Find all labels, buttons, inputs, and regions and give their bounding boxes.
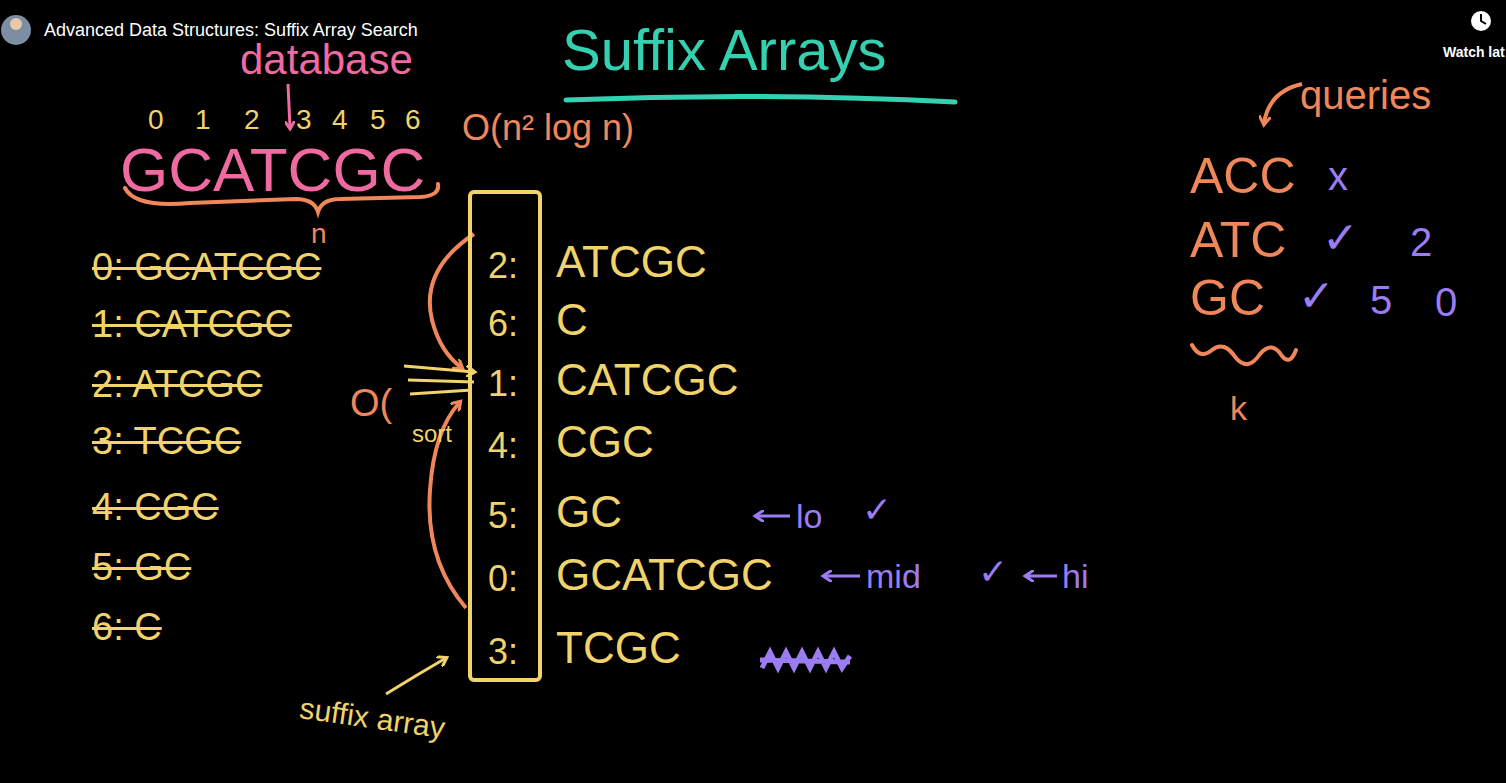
result-index: 0 — [1435, 278, 1457, 326]
struck-suffix: 1: CATCGC — [92, 302, 292, 348]
sorted-suffix: GCATCGC — [556, 549, 773, 602]
channel-avatar — [1, 15, 31, 45]
database-string: GCATCGC — [120, 133, 425, 207]
index-number: 1 — [195, 103, 211, 137]
suffix-array-box: 2: 6: 1: 4: 5: 0: 3: — [468, 190, 542, 682]
suffix-index: 5: — [488, 494, 518, 537]
diagram-title: Suffix Arrays — [562, 15, 887, 85]
complexity-note: O(n² log n) — [462, 106, 634, 149]
check-mark: ✓ — [862, 488, 892, 531]
suffix-index: 3: — [488, 630, 518, 673]
suffix-index: 2: — [488, 244, 518, 287]
index-number: 3 — [296, 103, 312, 137]
check-mark: ✓ — [978, 550, 1008, 593]
lo-pointer — [756, 515, 790, 518]
suffix-array-label: suffix array — [297, 690, 447, 746]
database-arrow — [288, 84, 290, 128]
sorted-suffix: C — [556, 294, 588, 347]
index-number: 0 — [148, 103, 164, 137]
result-index: 5 — [1370, 276, 1392, 324]
hi-pointer — [1026, 575, 1057, 578]
title-underline — [566, 96, 955, 102]
sorted-suffix: TCGC — [556, 622, 681, 675]
query-length-label: k — [1230, 388, 1247, 429]
suffix-index: 1: — [488, 362, 518, 405]
index-number: 5 — [370, 103, 386, 137]
query-length-wave — [1192, 345, 1296, 364]
watch-later-label: Watch lat — [1443, 44, 1505, 61]
sort-arrow — [404, 366, 474, 372]
database-label: database — [240, 35, 413, 85]
check-mark: ✓ — [1298, 270, 1335, 323]
struck-suffix: 6: C — [92, 605, 162, 651]
index-number: 6 — [405, 103, 421, 137]
avatar-face — [10, 18, 22, 30]
suffix-index: 0: — [488, 557, 518, 600]
query-string: ACC — [1190, 146, 1296, 206]
check-mark: ✓ — [1322, 212, 1359, 265]
query-string: ATC — [1190, 210, 1286, 270]
queries-arrow — [1264, 84, 1302, 124]
index-number: 4 — [332, 103, 348, 137]
miss-mark: x — [1328, 152, 1348, 200]
sort-arrow — [410, 390, 472, 394]
struck-suffix: 0: GCATCGC — [92, 245, 321, 291]
scribble — [760, 652, 850, 668]
struck-suffix: 3: TCGC — [92, 419, 241, 465]
clock-hands — [1481, 14, 1486, 24]
struck-suffix: 5: GC — [92, 545, 191, 591]
struck-suffix: 4: CGC — [92, 485, 219, 531]
clock-icon — [1471, 11, 1491, 31]
pointer-label: mid — [866, 556, 921, 597]
suffix-array-arrow — [386, 658, 446, 694]
length-label: n — [311, 217, 327, 251]
query-string: GC — [1190, 268, 1265, 328]
pointer-label: hi — [1062, 556, 1088, 597]
index-number: 2 — [244, 103, 260, 137]
suffix-index: 4: — [488, 424, 518, 467]
result-index: 2 — [1410, 218, 1432, 266]
sort-complexity: O( — [350, 381, 392, 427]
suffix-index: 6: — [488, 302, 518, 345]
struck-suffix: 2: ATCGC — [92, 362, 262, 408]
pointer-label: lo — [796, 496, 822, 537]
sort-label: sort — [412, 420, 452, 449]
sorted-suffix: GC — [556, 486, 622, 539]
queries-label: queries — [1300, 71, 1431, 119]
sorted-suffix: CGC — [556, 416, 654, 469]
mid-pointer — [824, 575, 860, 578]
sorted-suffix: CATCGC — [556, 354, 739, 407]
sort-arrow — [408, 380, 474, 382]
sorted-suffix: ATCGC — [556, 236, 707, 289]
